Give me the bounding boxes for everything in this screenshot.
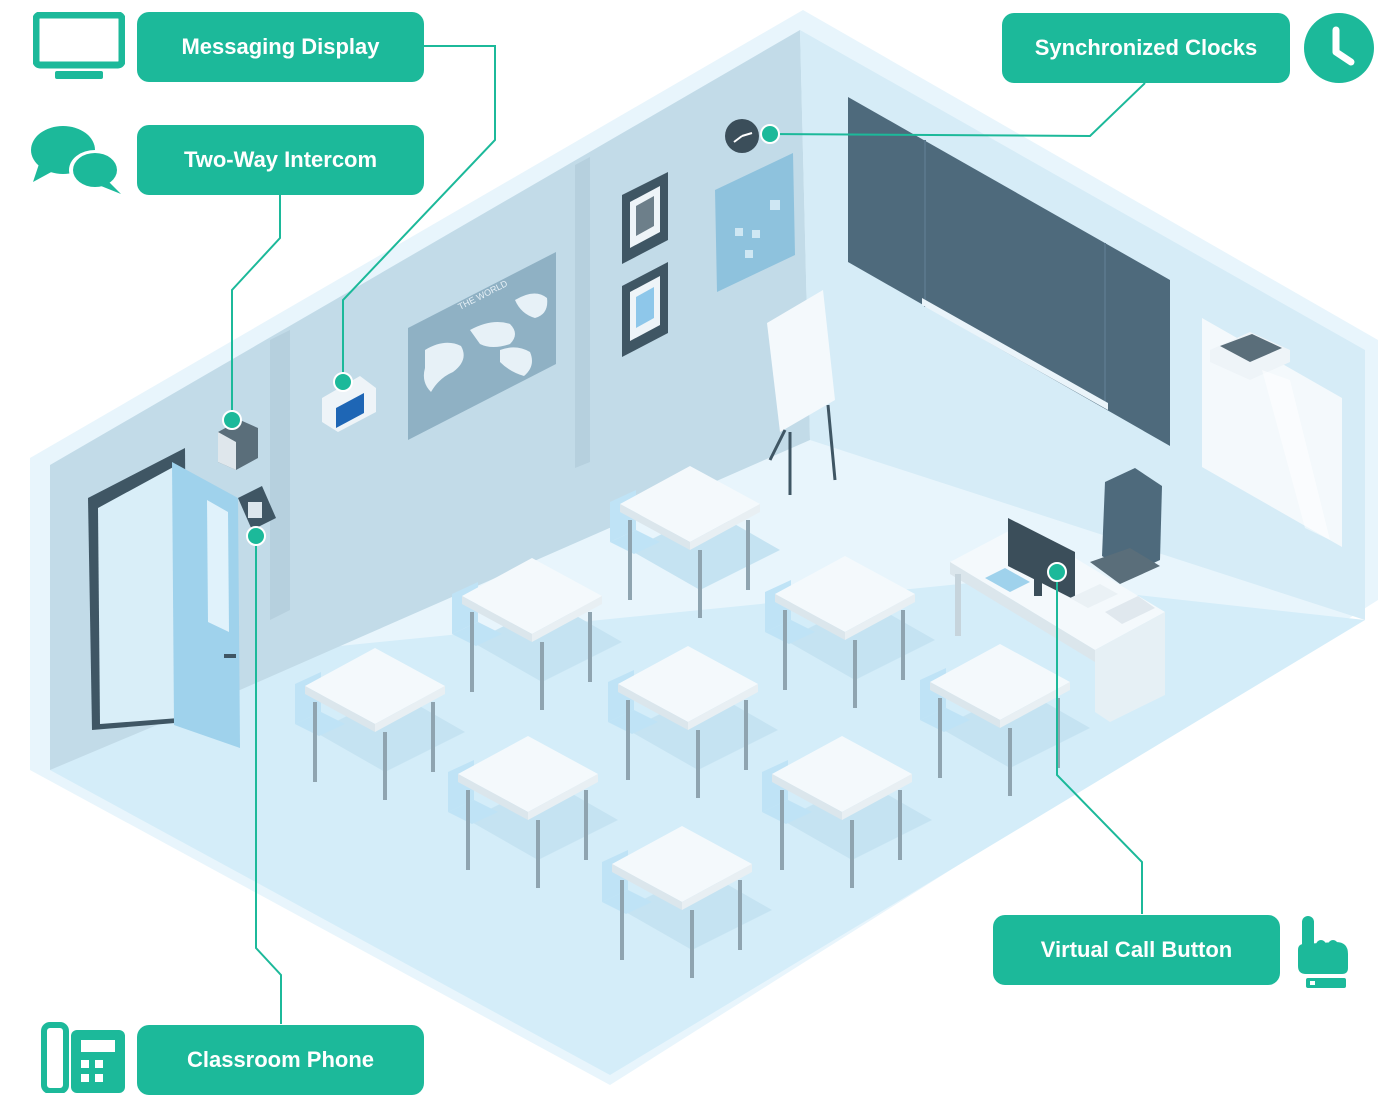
- label-virtual-call-button: Virtual Call Button: [993, 915, 1280, 985]
- easel-leg: [826, 404, 837, 481]
- intercom-face: [218, 432, 236, 470]
- desk-shadow: [472, 602, 622, 682]
- student-desk-edge: [842, 774, 912, 820]
- front-screen: [848, 97, 1170, 446]
- student-desk-edge: [612, 864, 682, 910]
- bulletin-note: [752, 230, 760, 238]
- student-desk-edge: [775, 594, 845, 640]
- desk-shadow: [940, 688, 1090, 768]
- label-two-way-intercom: Two-Way Intercom: [137, 125, 424, 195]
- teacher-desk-leg: [955, 574, 961, 636]
- student-desk-edge: [682, 864, 752, 910]
- easel-board: [767, 290, 835, 432]
- student-desk-edge: [930, 682, 1000, 728]
- student-chair-seat: [610, 530, 660, 554]
- projector-beam: [1262, 370, 1330, 540]
- picture-art: [636, 287, 654, 328]
- student-chair-seat: [448, 800, 498, 824]
- label-two-way-intercom-text: Two-Way Intercom: [183, 147, 378, 172]
- student-chair-seat: [295, 712, 345, 736]
- label-messaging-display: Messaging Display: [137, 12, 424, 82]
- screen-tray: [922, 298, 1108, 410]
- door-panel: [172, 462, 240, 748]
- label-messaging-display-text: Messaging Display: [181, 34, 380, 59]
- bulletin-note: [745, 250, 753, 258]
- teacher-chair-back: [1102, 468, 1162, 574]
- student-chair-seat: [765, 620, 815, 644]
- easel-leg: [768, 429, 787, 461]
- monitor-icon: [33, 12, 125, 79]
- clock-hand: [741, 132, 753, 137]
- student-desk-edge: [458, 774, 528, 820]
- clock-icon: [1304, 13, 1374, 83]
- label-classroom-phone-text: Classroom Phone: [186, 1047, 375, 1072]
- student-desk-edge: [532, 596, 602, 642]
- phone-keypad: [248, 502, 262, 518]
- desk-shadow: [315, 692, 465, 772]
- student-desk-edge: [305, 686, 375, 732]
- desk-shadow: [468, 780, 618, 860]
- desk-phone-icon: [41, 1022, 125, 1093]
- student-chair-seat: [602, 890, 652, 914]
- wall-pillar: [270, 330, 290, 620]
- desk-shadow: [628, 690, 778, 770]
- clock-hand: [733, 135, 743, 143]
- desk-mat: [985, 568, 1030, 592]
- student-desk-edge: [772, 774, 842, 820]
- student-chair-seat: [762, 800, 812, 824]
- desk-shadow: [785, 600, 935, 680]
- pointing-hand-icon: [1298, 916, 1348, 988]
- teacher-chair-seat: [1090, 548, 1160, 584]
- monitor-stand: [1034, 570, 1042, 596]
- label-synchronized-clocks: Synchronized Clocks: [1002, 13, 1290, 83]
- bulletin-board: [715, 153, 795, 292]
- messaging-display-screen: [336, 393, 364, 428]
- student-chair-seat: [452, 622, 502, 646]
- bulletin-note: [770, 200, 780, 210]
- label-virtual-call-button-text: Virtual Call Button: [1040, 937, 1233, 962]
- student-desk-edge: [618, 684, 688, 730]
- student-desk-edge: [620, 504, 690, 550]
- student-desk-edge: [528, 774, 598, 820]
- door-opening: [98, 465, 179, 724]
- student-desk-edge: [1000, 682, 1070, 728]
- label-synchronized-clocks-text: Synchronized Clocks: [1034, 35, 1258, 60]
- student-desk-edge: [690, 504, 760, 550]
- picture-art: [636, 196, 654, 236]
- student-desk-edge: [688, 684, 758, 730]
- chat-bubbles-icon: [31, 126, 121, 194]
- student-chair-seat: [608, 710, 658, 734]
- student-desk-edge: [845, 594, 915, 640]
- projector-body: [1220, 334, 1282, 362]
- bulletin-note: [735, 228, 743, 236]
- desk-shadow: [782, 780, 932, 860]
- desk-shadow: [622, 870, 772, 950]
- door-window: [207, 500, 229, 632]
- label-classroom-phone: Classroom Phone: [137, 1025, 424, 1095]
- student-chair-seat: [920, 708, 970, 732]
- student-desks: [295, 466, 1090, 978]
- wall-pillar: [575, 157, 590, 468]
- student-desk-edge: [462, 596, 532, 642]
- door-handle: [224, 654, 236, 658]
- student-desk-edge: [375, 686, 445, 732]
- desk-shadow: [630, 510, 780, 590]
